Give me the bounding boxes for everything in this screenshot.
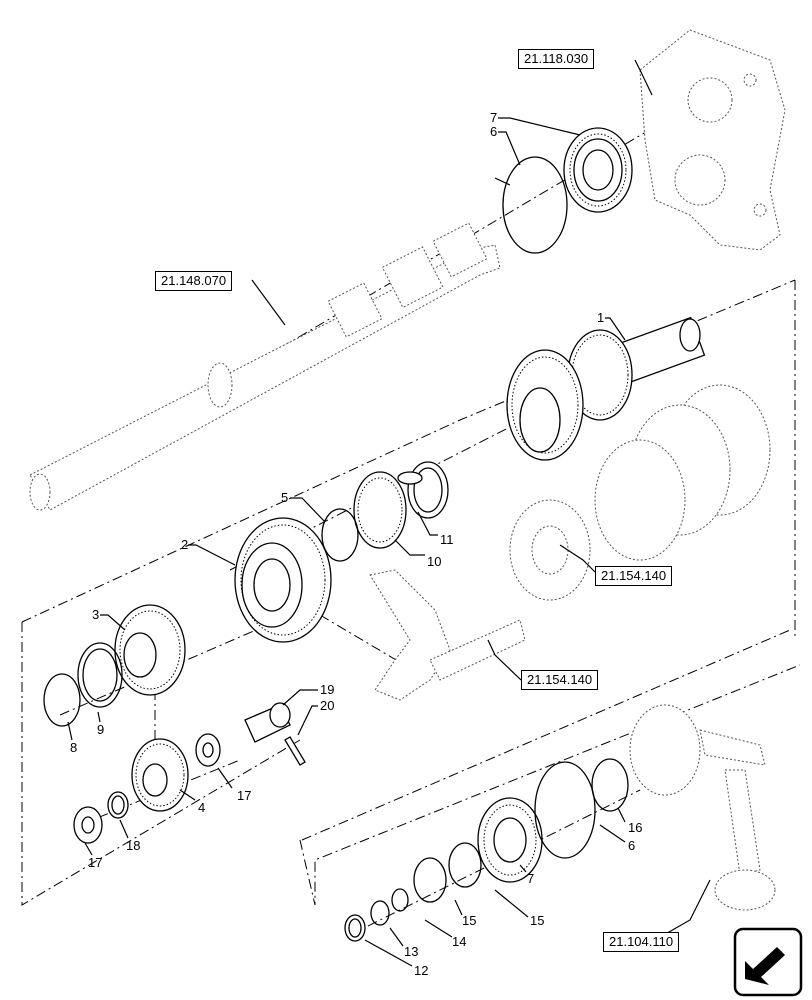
callout-7-top: 7 bbox=[490, 110, 497, 125]
bushing-11 bbox=[397, 461, 449, 519]
callout-14: 14 bbox=[452, 934, 466, 949]
callout-1: 1 bbox=[597, 310, 604, 325]
bearing-7-low bbox=[477, 797, 543, 883]
ring-15a bbox=[448, 842, 482, 888]
callout-17-low: 17 bbox=[88, 855, 102, 870]
ref-21-148-070[interactable]: 21.148.070 bbox=[155, 271, 233, 291]
main-shaft bbox=[29, 222, 501, 511]
callout-3: 3 bbox=[92, 607, 99, 622]
callout-11: 11 bbox=[440, 532, 454, 547]
housing-cover bbox=[639, 29, 786, 251]
bearing-7-top bbox=[563, 127, 633, 213]
bushing-18 bbox=[107, 791, 129, 819]
callout-18: 18 bbox=[126, 838, 140, 853]
callout-13: 13 bbox=[404, 944, 418, 959]
snap-ring-6-top bbox=[494, 156, 568, 254]
callout-15-left: 15 bbox=[462, 913, 476, 928]
callout-5: 5 bbox=[281, 490, 288, 505]
callout-4: 4 bbox=[198, 800, 205, 815]
synchro-pack-ghost bbox=[509, 384, 771, 601]
callout-7-low: 7 bbox=[527, 871, 534, 886]
snap-ring-6-low bbox=[534, 761, 596, 859]
callout-6-top: 6 bbox=[490, 124, 497, 139]
callout-15-right: 15 bbox=[530, 913, 544, 928]
callout-17-mid: 17 bbox=[237, 788, 251, 803]
ref-21-154-140-lower[interactable]: 21.154.140 bbox=[521, 670, 599, 690]
gear-cluster-1 bbox=[506, 316, 706, 461]
assembly-boundary-lines bbox=[21, 279, 801, 906]
pin-19 bbox=[244, 702, 291, 743]
next-page-arrow-icon[interactable] bbox=[733, 927, 803, 997]
shift-fork bbox=[369, 569, 526, 701]
ring-9 bbox=[77, 642, 123, 708]
callout-numbers: 7 6 1 5 2 3 11 10 9 8 17 4 18 17 19 20 1… bbox=[70, 110, 642, 978]
pin-20 bbox=[284, 736, 306, 766]
ring-15b bbox=[413, 857, 447, 903]
ring-16 bbox=[591, 758, 629, 812]
callout-9: 9 bbox=[97, 722, 104, 737]
linkage-ghost bbox=[629, 704, 776, 911]
ring-14 bbox=[391, 888, 409, 912]
callout-8: 8 bbox=[70, 740, 77, 755]
ring-13 bbox=[370, 900, 390, 926]
callout-19: 19 bbox=[320, 682, 334, 697]
ring-8 bbox=[43, 673, 81, 727]
leader-lines bbox=[67, 59, 711, 967]
ring-12 bbox=[344, 914, 366, 942]
callout-10: 10 bbox=[427, 554, 441, 569]
washer-17-mid bbox=[195, 733, 221, 767]
gear-3 bbox=[114, 604, 186, 696]
snap-ring-5 bbox=[321, 508, 359, 562]
callout-12: 12 bbox=[414, 963, 428, 978]
callout-16: 16 bbox=[628, 820, 642, 835]
washer-17-low bbox=[73, 806, 103, 844]
callout-6-low: 6 bbox=[628, 838, 635, 853]
synchronizer-2 bbox=[234, 517, 332, 643]
ref-21-104-110[interactable]: 21.104.110 bbox=[603, 932, 680, 952]
gear-4 bbox=[131, 738, 189, 812]
callout-2: 2 bbox=[181, 537, 188, 552]
ref-21-154-140-upper[interactable]: 21.154.140 bbox=[595, 566, 673, 586]
callout-20: 20 bbox=[320, 698, 334, 713]
ref-21-118-030[interactable]: 21.118.030 bbox=[518, 49, 595, 69]
friction-disc-10 bbox=[353, 471, 407, 549]
